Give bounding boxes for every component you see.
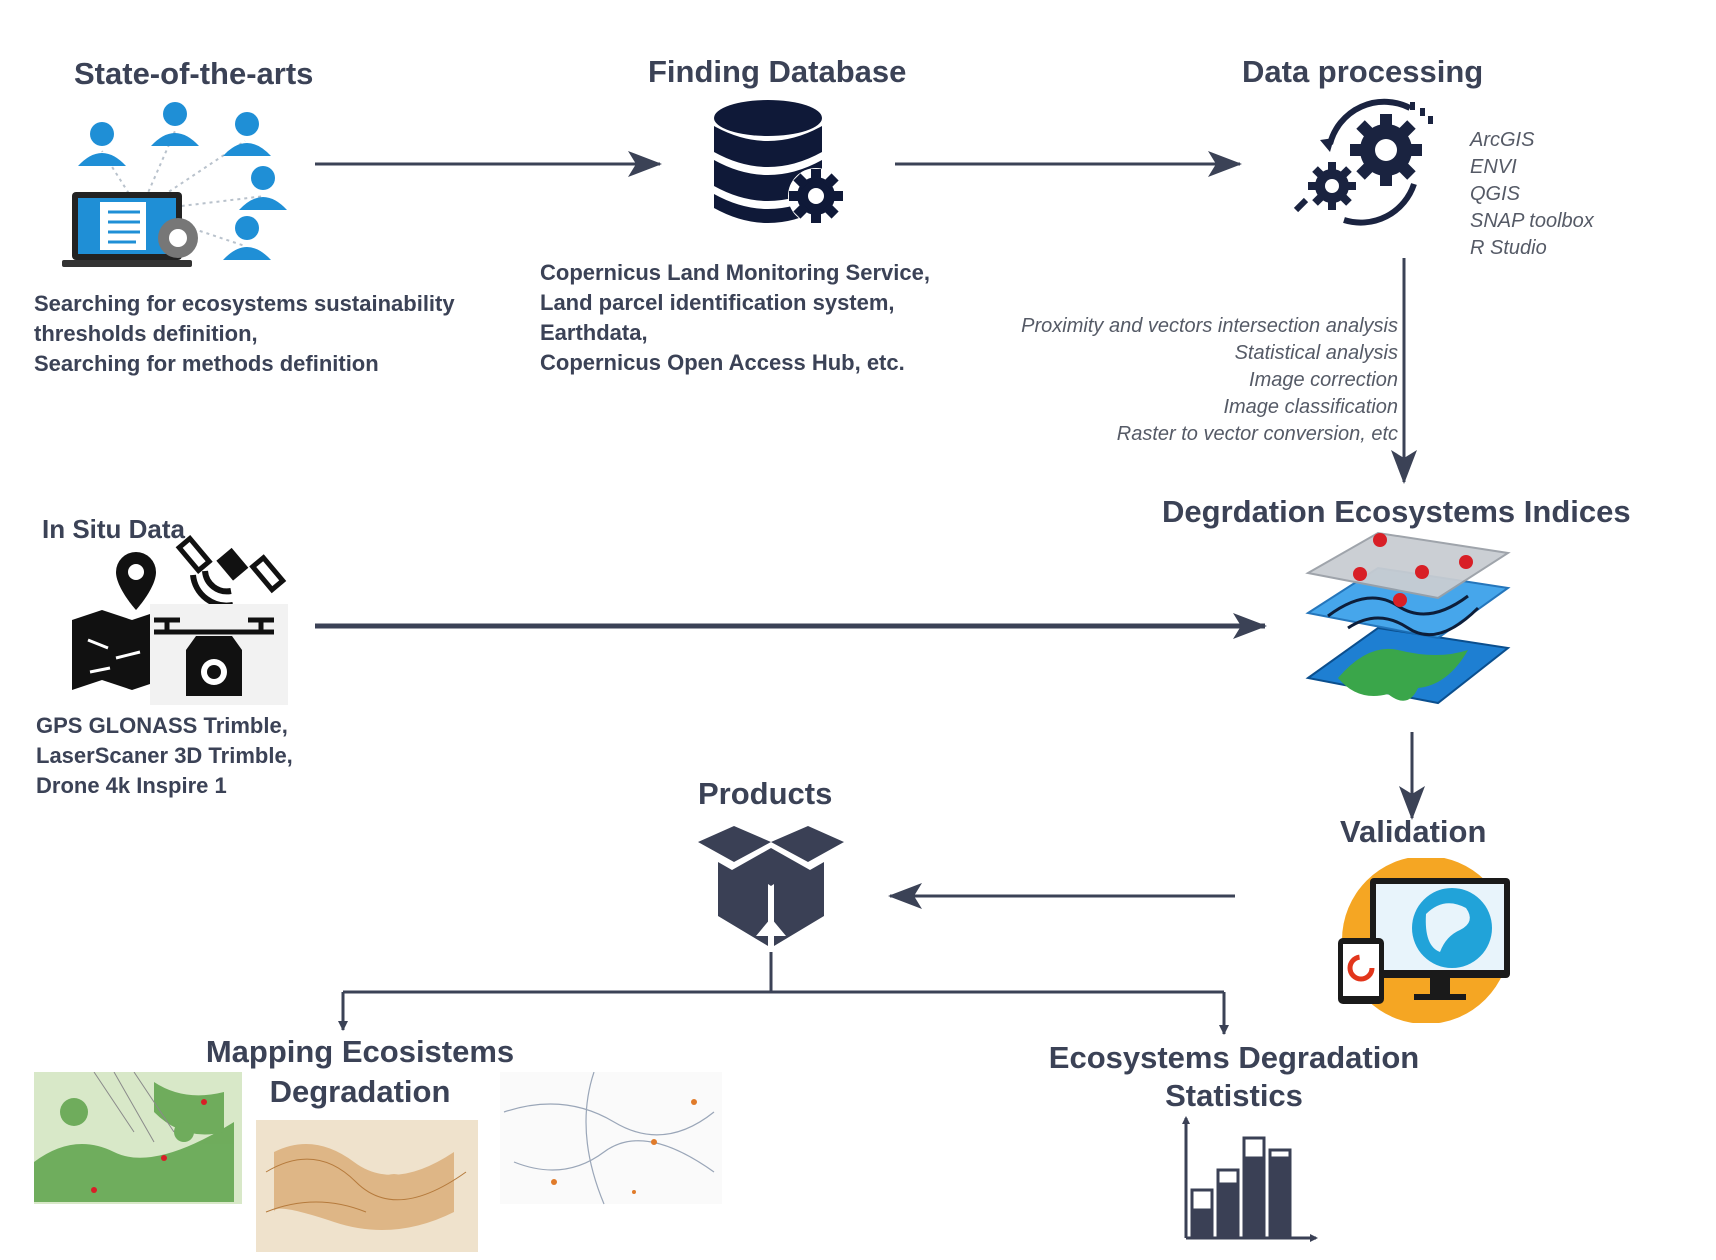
state-line-2: thresholds definition, (34, 321, 258, 346)
map-layers-icon (1305, 531, 1511, 705)
tool-rstudio: R Studio (1470, 237, 1547, 259)
statistics-title-2: Statistics (1165, 1078, 1303, 1113)
gears-cycle-icon (1293, 98, 1433, 226)
tool-arcgis: ArcGIS (1470, 129, 1535, 151)
processing-title: Data processing (1242, 54, 1484, 89)
mapping-title-2: Degradation (269, 1074, 451, 1109)
state-line-1: Searching for ecosystems sustainability (34, 291, 455, 316)
state-title: State-of-the-arts (74, 56, 314, 91)
insitu-devices-icon (72, 534, 288, 705)
indices-title: Degrdation Ecosystems Indices (1162, 494, 1631, 529)
insitu-line-1: GPS GLONASS Trimble, (36, 713, 288, 738)
step-raster-to-vector: Raster to vector conversion, etc (1116, 423, 1398, 445)
database-line-4: Copernicus Open Access Hub, etc. (540, 350, 905, 375)
validation-title: Validation (1340, 814, 1487, 849)
step-statistical: Statistical analysis (1234, 342, 1398, 364)
tool-envi: ENVI (1470, 156, 1517, 178)
insitu-title: In Situ Data (42, 514, 186, 544)
statistics-title-1: Ecosystems Degradation (1048, 1040, 1420, 1075)
people-network-icon (62, 102, 287, 267)
database-line-2: Land parcel identification system, (540, 290, 895, 315)
products-title: Products (698, 776, 833, 811)
insitu-line-2: LaserScaner 3D Trimble, (36, 743, 293, 768)
state-line-3: Searching for methods definition (34, 351, 379, 376)
step-image-classification: Image classification (1223, 396, 1398, 418)
database-line-1: Copernicus Land Monitoring Service, (540, 260, 930, 285)
bar-chart-icon (1182, 1116, 1318, 1242)
box-icon (698, 826, 844, 946)
tool-snap: SNAP toolbox (1470, 210, 1594, 232)
mapping-title-1: Mapping Ecosistems (205, 1034, 515, 1069)
insitu-line-3: Drone 4k Inspire 1 (36, 773, 227, 798)
degradation-map-thumbnails (34, 1072, 722, 1252)
database-line-3: Earthdata, (540, 320, 648, 345)
validation-devices-icon (1338, 858, 1510, 1023)
database-gear-icon (714, 100, 844, 224)
tool-qgis: QGIS (1470, 183, 1521, 205)
step-proximity: Proximity and vectors intersection analy… (1021, 315, 1398, 337)
step-image-correction: Image correction (1249, 369, 1398, 391)
database-title: Finding Database (648, 54, 907, 89)
